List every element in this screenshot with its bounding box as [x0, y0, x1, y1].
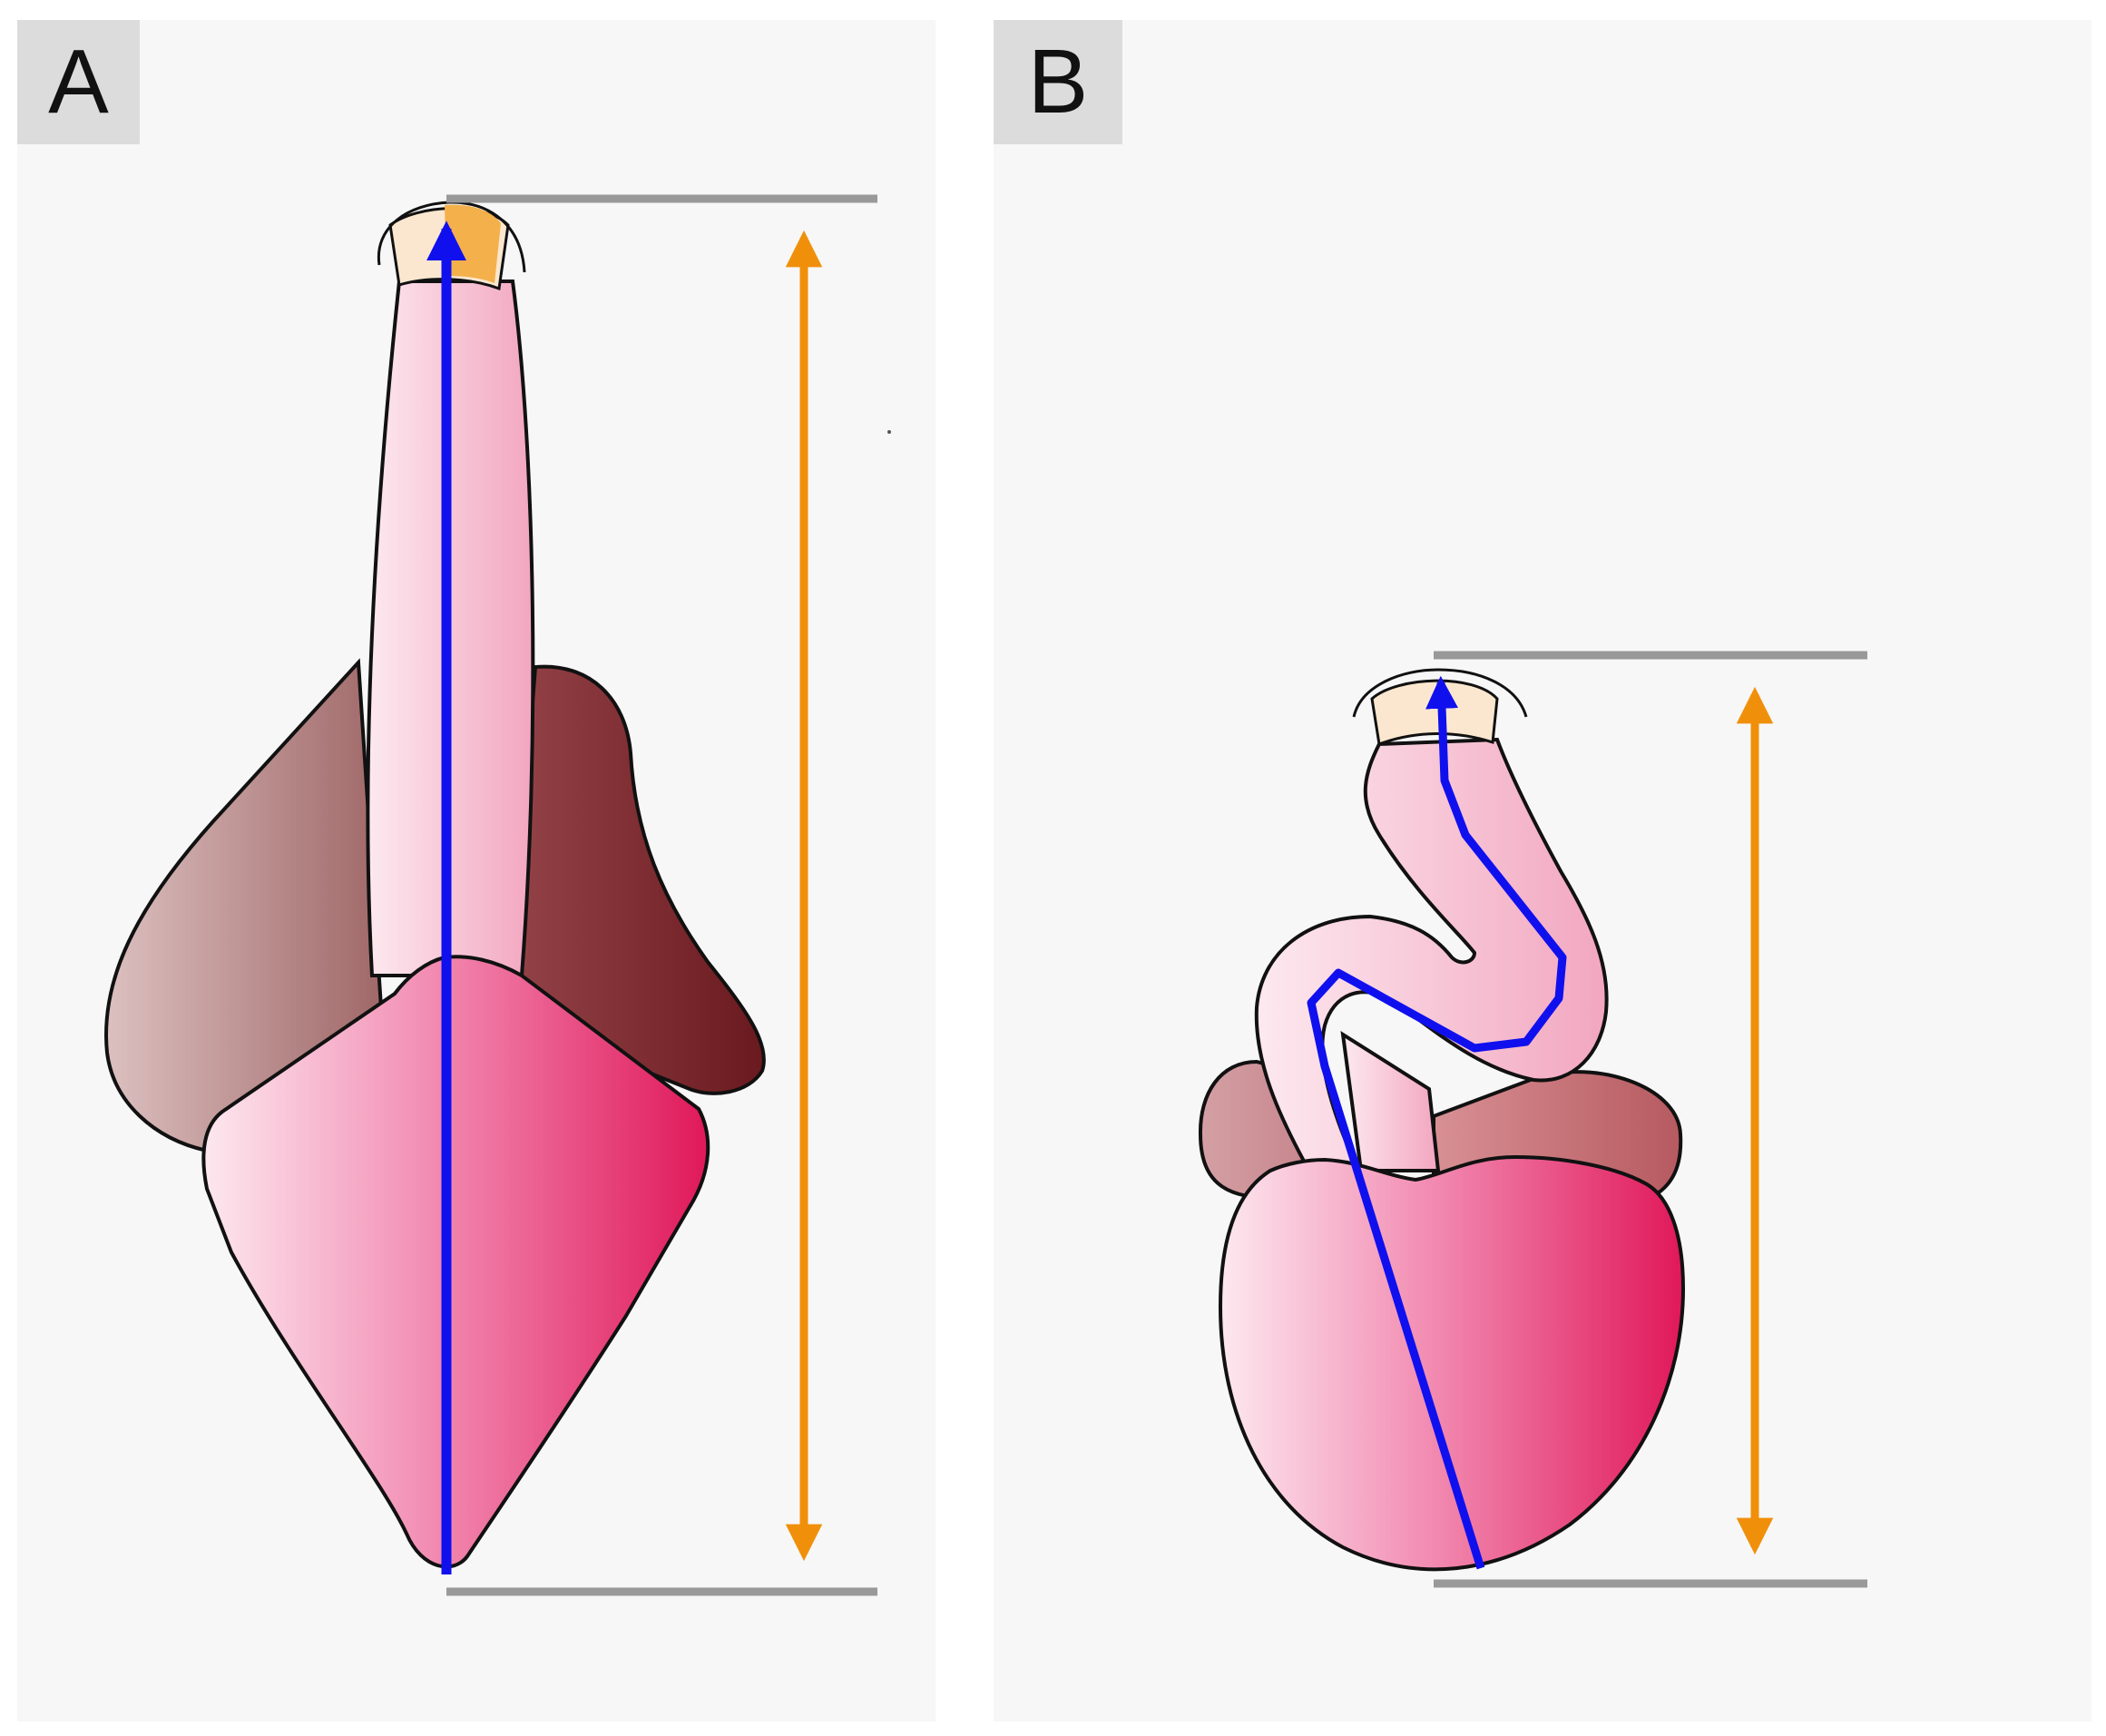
- outflow-back-limb-b: [1340, 1031, 1441, 1172]
- outflow-cap-b: [1370, 679, 1499, 747]
- right-atrium-a: [505, 664, 766, 1095]
- left-atrium-a: [104, 658, 384, 1153]
- panel-b-drawing: [1198, 651, 1867, 1588]
- outflow-tip-a: [445, 204, 501, 283]
- ventricle-b: [1218, 1154, 1686, 1572]
- stray-dot-a: [887, 430, 891, 434]
- panel-label-b: B: [994, 20, 1122, 144]
- outflow-rim-b: [1352, 668, 1528, 718]
- centerline-arrow-b: [1307, 675, 1567, 1570]
- panel-label-a: A: [17, 20, 140, 144]
- ventricle-a: [201, 955, 710, 1569]
- panel-a-drawing: [104, 194, 891, 1596]
